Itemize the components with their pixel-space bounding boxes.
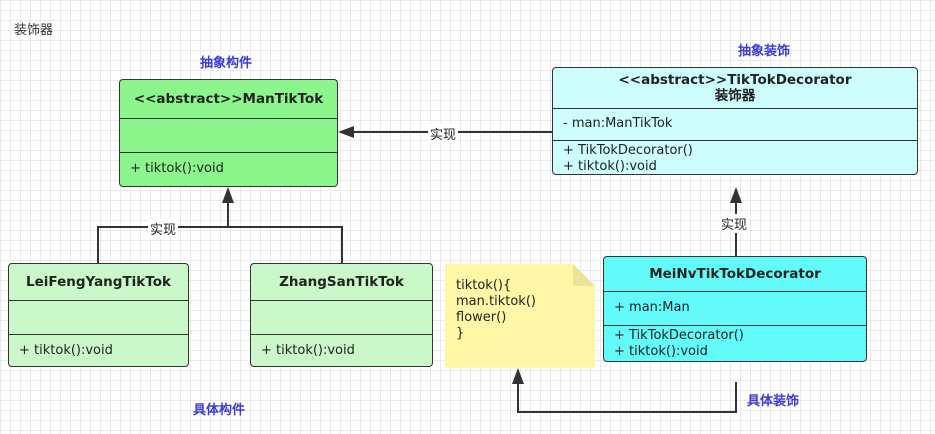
arrowhead-to-abstract [222, 187, 234, 203]
method-row: + tiktok():void [563, 159, 657, 174]
class-name: <<abstract>>ManTikTok [133, 91, 324, 107]
class-man-tiktok[interactable]: <<abstract>>ManTikTok + tiktok():void [119, 79, 338, 187]
class-zhangsan[interactable]: ZhangSanTikTok + tiktok():void [250, 263, 433, 367]
class-name: <<abstract>>TikTokDecorator [618, 72, 852, 88]
methods-section: + TikTokDecorator() + tiktok():void [604, 326, 866, 361]
class-leifeng[interactable]: LeiFengYangTikTok + tiktok():void [8, 263, 189, 367]
arrowhead-to-component [338, 126, 354, 138]
class-header: MeiNvTikTokDecorator [604, 257, 866, 292]
class-name: MeiNvTikTokDecorator [649, 266, 821, 282]
class-tiktok-decorator[interactable]: <<abstract>>TikTokDecorator 装饰器 - man:Ma… [552, 67, 918, 175]
attribute-row: + man:Man [614, 300, 690, 315]
note-line: tiktok(){ [456, 278, 512, 293]
label-abstract-component: 抽象构件 [200, 56, 253, 71]
edge-concrete-components [97, 226, 343, 263]
class-name: ZhangSanTikTok [279, 274, 404, 290]
edge-label-concrete: 实现 [148, 219, 179, 238]
methods-section: + tiktok():void [9, 335, 188, 366]
edge-label-meinv: 实现 [719, 214, 750, 233]
label-concrete-decorator: 具体装饰 [747, 394, 800, 409]
code-note[interactable]: tiktok(){ man.tiktok() flower() } [445, 264, 595, 368]
class-header: LeiFengYangTikTok [9, 264, 188, 301]
method-row: + tiktok():void [614, 344, 708, 359]
method-row: + tiktok():void [261, 343, 355, 358]
arrowhead-to-decorator [730, 187, 742, 203]
class-subtitle: 装饰器 [714, 88, 756, 104]
methods-section: + tiktok():void [120, 153, 337, 186]
edge-label-decorator: 实现 [428, 124, 459, 143]
note-line: man.tiktok() [456, 294, 536, 309]
page-title: 装饰器 [14, 23, 54, 38]
label-concrete-component: 具体构件 [193, 403, 246, 418]
method-row: + tiktok():void [130, 161, 224, 176]
edge-note-link [517, 382, 737, 413]
methods-section: + TikTokDecorator() + tiktok():void [553, 141, 917, 174]
method-row: + TikTokDecorator() [614, 328, 744, 343]
method-row: + TikTokDecorator() [563, 143, 693, 158]
method-row: + tiktok():void [19, 343, 113, 358]
note-line: flower() [456, 310, 507, 325]
class-header: <<abstract>>ManTikTok [120, 80, 337, 119]
class-name: LeiFengYangTikTok [26, 274, 171, 290]
methods-section: + tiktok():void [251, 335, 432, 366]
class-header: ZhangSanTikTok [251, 264, 432, 301]
attributes-section [9, 301, 188, 335]
attributes-section [120, 119, 337, 153]
attributes-section: + man:Man [604, 292, 866, 326]
label-abstract-decorator: 抽象装饰 [738, 44, 791, 59]
note-line: } [456, 326, 465, 341]
class-header: <<abstract>>TikTokDecorator 装饰器 [553, 68, 917, 109]
attributes-section: - man:ManTikTok [553, 109, 917, 141]
attributes-section [251, 301, 432, 335]
arrowhead-to-note [512, 368, 524, 384]
attribute-row: - man:ManTikTok [563, 116, 673, 131]
class-meinv-decorator[interactable]: MeiNvTikTokDecorator + man:Man + TikTokD… [603, 256, 867, 362]
